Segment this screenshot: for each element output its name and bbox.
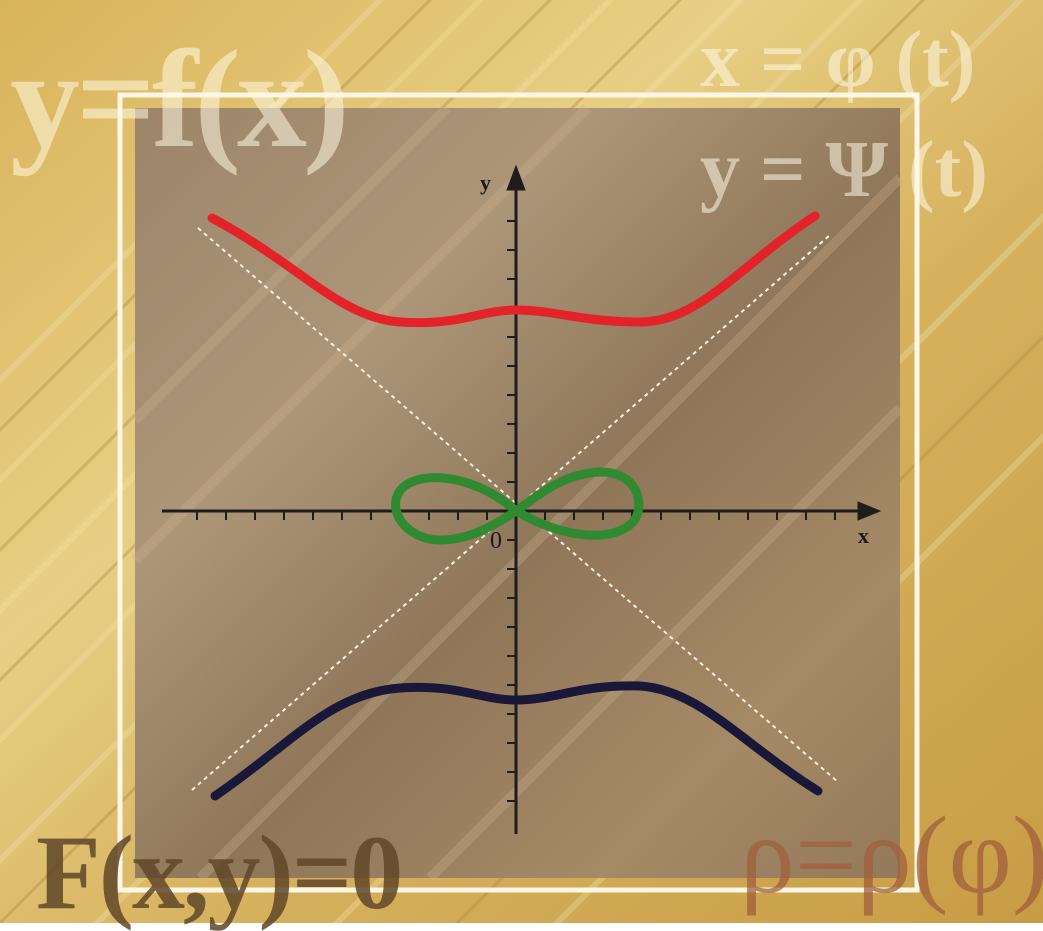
x-axis-arrow xyxy=(857,501,882,521)
parametric-x-formula: x = φ (t) xyxy=(700,16,976,104)
asymptote-up xyxy=(191,234,831,791)
y-axis-arrow xyxy=(506,164,526,191)
lower-branch xyxy=(210,681,823,801)
origin-label: 0 xyxy=(490,528,502,554)
asymptote-down xyxy=(197,227,839,783)
x-axis-label: x xyxy=(858,523,869,548)
photo-frame xyxy=(117,92,920,893)
lemniscate xyxy=(391,467,644,545)
axis-ticks xyxy=(196,220,836,802)
y-axis-label: y xyxy=(480,170,491,195)
upper-branch xyxy=(207,211,820,328)
implicit-function-formula: F(x,y)=0 xyxy=(36,814,403,931)
parametric-y-formula: y = Ψ (t) xyxy=(700,126,988,214)
polar-function-formula: ρ=ρ(φ) xyxy=(740,794,1043,916)
explicit-function-formula: y=f(x) xyxy=(10,22,350,177)
